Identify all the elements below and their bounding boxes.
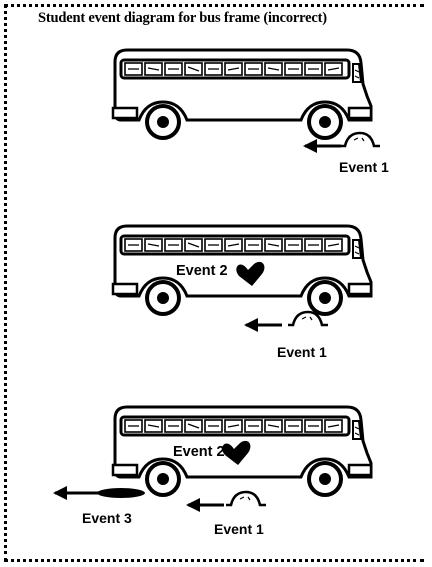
panel-2-event-2-label: Event 2 xyxy=(176,263,228,279)
event-1-arrow-panel-3 xyxy=(184,496,226,514)
dotted-frame xyxy=(4,4,424,562)
panel-2-event-1-label: Event 1 xyxy=(277,344,327,360)
event-1-arrow-panel-2 xyxy=(242,316,284,334)
panel-3-event-1-label: Event 1 xyxy=(214,521,264,537)
event-3-arrow xyxy=(53,486,145,500)
panel-3-event-2-label: Event 2 xyxy=(173,444,225,460)
bump-panel-3 xyxy=(224,490,268,507)
panel-1-event-1-label: Event 1 xyxy=(339,159,389,175)
diagram-title: Student event diagram for bus frame (inc… xyxy=(38,10,327,26)
event-1-arrow-panel-1 xyxy=(301,137,343,155)
bus-1 xyxy=(111,48,373,140)
panel-3-event-3-label: Event 3 xyxy=(82,510,132,526)
bump-panel-1 xyxy=(338,131,382,148)
